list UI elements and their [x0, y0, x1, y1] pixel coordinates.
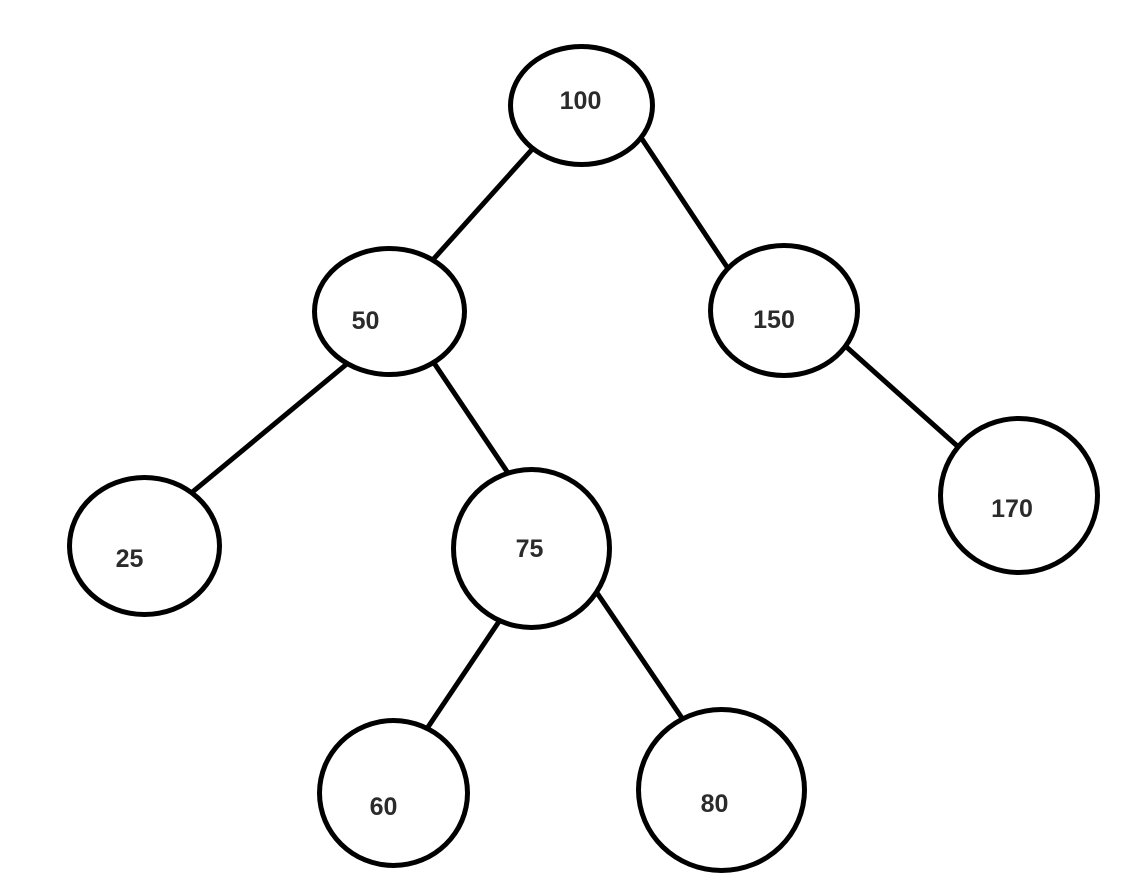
- tree-node-80: 80: [636, 707, 807, 873]
- node-label-150: 150: [753, 306, 795, 334]
- node-label-50: 50: [351, 307, 380, 335]
- node-label-100: 100: [559, 87, 602, 115]
- edge-150-170: [839, 340, 967, 455]
- edge-100-150: [631, 124, 732, 273]
- tree-node-150: 150: [708, 243, 860, 378]
- tree-node-50: 50: [312, 246, 467, 377]
- node-label-170: 170: [991, 495, 1033, 523]
- tree-node-100: 100: [508, 44, 655, 167]
- edge-50-25: [187, 355, 357, 497]
- node-label-75: 75: [515, 535, 544, 563]
- tree-node-170: 170: [938, 416, 1100, 575]
- edge-75-60: [421, 614, 505, 736]
- node-label-25: 25: [115, 544, 144, 573]
- edge-100-50: [427, 142, 539, 266]
- tree-node-25: 25: [67, 475, 222, 617]
- node-label-60: 60: [369, 792, 398, 821]
- node-label-80: 80: [700, 789, 729, 818]
- tree-node-75: 75: [451, 467, 612, 630]
- tree-node-60: 60: [317, 718, 470, 868]
- edge-75-80: [588, 581, 689, 727]
- edge-50-75: [427, 354, 515, 482]
